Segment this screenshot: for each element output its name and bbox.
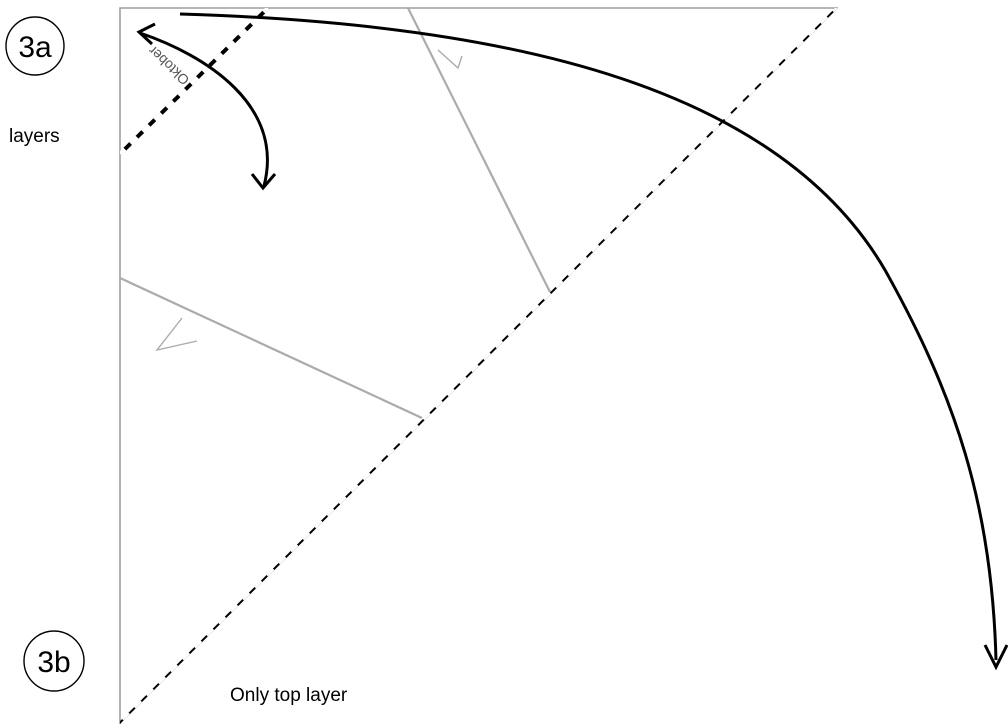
- note-only-top-layer: Only top layer: [230, 685, 348, 706]
- step-label: 3a: [18, 31, 52, 64]
- crease-mark-upper: [437, 49, 463, 70]
- step-label: 3b: [37, 646, 70, 679]
- corner-fold-arrow: [136, 22, 277, 191]
- paper-edge: [119, 7, 838, 724]
- crease-line-upper: [407, 8, 551, 293]
- main-diagonal-fold-line: [120, 8, 838, 724]
- crease-mark-lower: [155, 317, 198, 352]
- crease-line-lower: [119, 277, 423, 419]
- arrow-head-down: [250, 173, 277, 191]
- step-badge-3b: 3b: [23, 630, 85, 692]
- fold-label: Oktober: [145, 43, 193, 89]
- big-fold-arrow: [179, 12, 1008, 671]
- note-layers: layers: [9, 126, 60, 147]
- arrow-head-down: [983, 644, 1008, 671]
- corner-fold-line: [120, 8, 270, 156]
- step-badge-3a: 3a: [5, 16, 65, 76]
- arrow-head-up-left: [136, 22, 156, 46]
